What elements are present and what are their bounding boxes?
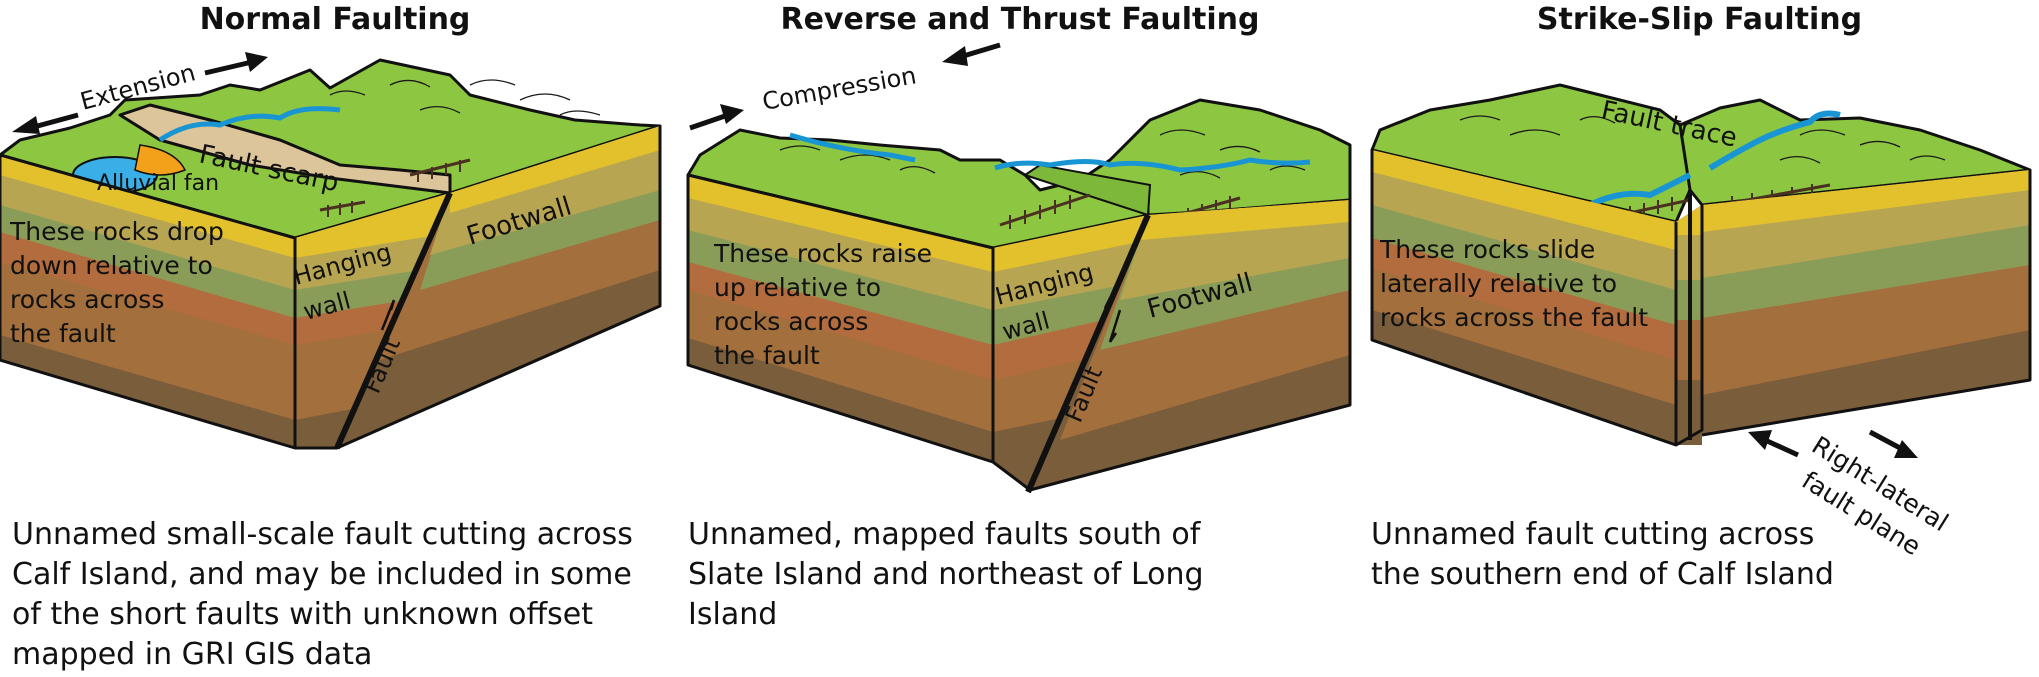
block-note-line: laterally relative to (1380, 269, 1617, 298)
panel-title: Normal Faulting (199, 2, 471, 37)
river (158, 106, 341, 143)
reverse-thrust-faulting-panel: Reverse and Thrust Faulting (680, 0, 1360, 677)
strike-slip-faulting-panel: Strike-Slip Faulting (1360, 0, 2039, 677)
ground-contours (779, 129, 1306, 179)
alluvial-fan-label: Alluvial fan (97, 171, 219, 196)
river (789, 132, 1311, 173)
block-note: These rocks slide laterally relative to … (1379, 235, 1648, 332)
panel-caption: Unnamed fault cutting across the souther… (1371, 517, 1834, 592)
fault-scarp (1022, 163, 1152, 217)
strike-slip-block-diagram: Fault trace Right-lateral fault plane Th… (1370, 83, 2032, 561)
block-note-line: rocks across (714, 307, 868, 336)
reverse-fault-block-diagram: Compression Hanging wall Footwall Fault … (686, 42, 1352, 494)
block-note-line: down relative to (10, 251, 213, 280)
normal-faulting-panel: Normal Faulting (0, 0, 670, 677)
panel-caption: Unnamed, mapped faults south of Slate Is… (688, 517, 1204, 632)
panel-caption: Unnamed small-scale fault cutting across… (12, 517, 633, 672)
block-note-line: These rocks raise (713, 239, 932, 268)
ground-contours (329, 79, 601, 116)
alluvial-fan (134, 144, 187, 176)
block-note-line: rocks across (10, 285, 164, 314)
right-lateral-arrows (1748, 429, 1918, 458)
block-note-line: These rocks drop (9, 217, 224, 246)
block-note: These rocks drop down relative to rocks … (9, 217, 232, 348)
land-surface (0, 58, 662, 240)
block-note-line: These rocks slide (1379, 235, 1595, 264)
normal-fault-block-diagram: Extension Alluvial fan Fault scarp Footw… (0, 52, 662, 450)
ground-contours (1459, 115, 1946, 164)
slip-arrows (380, 299, 402, 336)
hanging-wall-front-face (0, 155, 295, 448)
railroad-ties (327, 160, 461, 217)
slip-arrows (1098, 297, 1122, 343)
compression-label: Compression (760, 61, 918, 116)
panel-title: Strike-Slip Faulting (1536, 2, 1863, 37)
reverse-fault-line (1025, 213, 1151, 494)
right-block-surface (1678, 98, 2032, 207)
compression-arrows (689, 42, 1001, 131)
river (1588, 110, 1841, 208)
block-note-line: up relative to (714, 273, 881, 302)
block-note: These rocks raise up relative to rocks a… (713, 239, 940, 370)
right-block-front-face (1702, 170, 2030, 435)
block-note-line: the fault (714, 341, 820, 370)
extension-arrows (12, 52, 268, 134)
block-note-line: the fault (10, 319, 116, 348)
panel-title: Reverse and Thrust Faulting (780, 2, 1260, 37)
block-note-line: rocks across the fault (1380, 303, 1648, 332)
